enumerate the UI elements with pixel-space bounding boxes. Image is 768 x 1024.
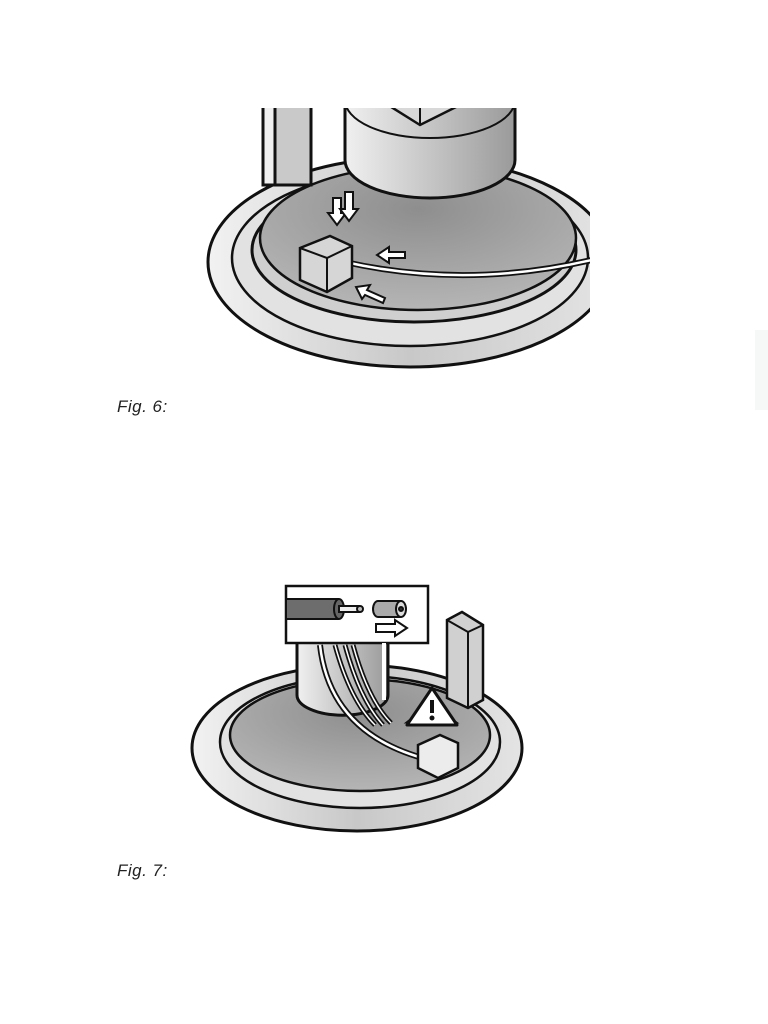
wire-insertion-inset (284, 584, 430, 700)
page-edge-shadow (755, 330, 768, 410)
figure-6-caption: Fig. 6: (117, 397, 168, 416)
figure-7-caption: Fig. 7: (117, 861, 168, 880)
speaker-housing-fig7 (190, 610, 524, 833)
speaker-housing-fig6 (206, 108, 590, 369)
